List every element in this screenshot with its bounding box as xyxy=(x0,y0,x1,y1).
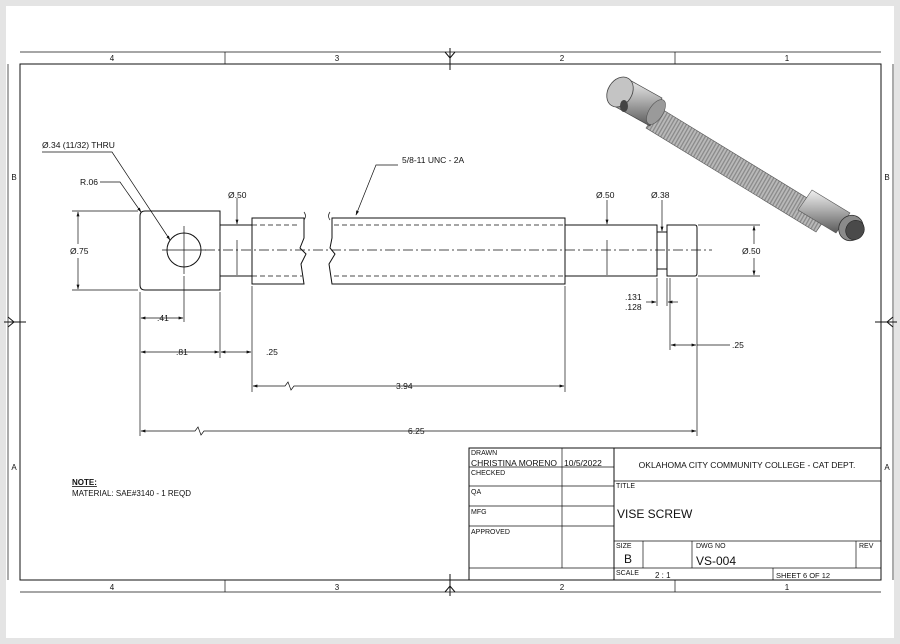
zone-bottom-4: 4 xyxy=(110,583,115,592)
zone-top-2: 2 xyxy=(560,54,565,63)
dim-journal-dia: Ø.50 xyxy=(596,190,615,200)
zone-top-3: 3 xyxy=(335,54,340,63)
center-mark-bottom xyxy=(444,574,456,596)
drawn-name: CHRISTINA MORENO xyxy=(471,458,557,468)
dwg-no: VS-004 xyxy=(696,554,736,568)
size-label: SIZE xyxy=(616,543,632,550)
paper xyxy=(6,6,894,638)
zone-top-1: 1 xyxy=(785,54,790,63)
part-view xyxy=(139,210,712,291)
end-collar xyxy=(666,224,698,277)
dim-groove-upper: .131 xyxy=(625,292,642,302)
drawing-title: VISE SCREW xyxy=(617,507,693,521)
scale-value: 2 : 1 xyxy=(655,571,671,580)
company-name: OKLAHOMA CITY COMMUNITY COLLEGE - CAT DE… xyxy=(639,460,856,470)
drawn-label: DRAWN xyxy=(471,450,497,457)
rev-label: REV xyxy=(859,543,874,550)
title-label: TITLE xyxy=(616,483,635,490)
zone-left-b: B xyxy=(11,173,16,182)
dim-hole-offset: .41 xyxy=(157,313,169,323)
zone-bottom-1: 1 xyxy=(785,583,790,592)
dimension-lines xyxy=(42,151,760,436)
qa-label: QA xyxy=(471,489,481,496)
dim-neck-dia: Ø.50 xyxy=(228,190,247,200)
dim-groove-lower: .128 xyxy=(625,302,642,312)
dim-groove-dia: Ø.38 xyxy=(651,190,670,200)
isometric-render xyxy=(606,76,865,242)
checked-label: CHECKED xyxy=(471,470,505,477)
dim-end-dia: Ø.50 xyxy=(742,246,761,256)
zone-right-b: B xyxy=(884,173,889,182)
title-block xyxy=(468,447,882,581)
dim-end-length: .25 xyxy=(732,340,744,350)
mfg-label: MFG xyxy=(471,509,487,516)
dim-thread-length: 3.94 xyxy=(396,381,413,391)
zone-top-4: 4 xyxy=(110,54,115,63)
center-mark-left xyxy=(4,316,26,328)
dim-neck-length: .25 xyxy=(266,347,278,357)
center-mark-right xyxy=(875,316,897,328)
center-mark-top xyxy=(444,48,456,70)
scale-label: SCALE xyxy=(616,570,639,577)
thread-callout: 5/8-11 UNC - 2A xyxy=(402,155,465,165)
dim-head-height: Ø.75 xyxy=(70,246,89,256)
hole-callout: Ø.34 (11/32) THRU xyxy=(42,140,115,150)
dim-head-length: .81 xyxy=(176,347,188,357)
sheet-number: SHEET 6 OF 12 xyxy=(776,571,830,580)
dwg-no-label: DWG NO xyxy=(696,543,726,550)
zone-bottom-2: 2 xyxy=(560,583,565,592)
approved-label: APPROVED xyxy=(471,529,510,536)
zone-right-a: A xyxy=(884,463,890,472)
screw-head xyxy=(139,210,221,291)
dim-overall-length: 6.25 xyxy=(408,426,425,436)
sheet-size: B xyxy=(624,552,632,566)
zone-left-a: A xyxy=(11,463,17,472)
zone-bottom-3: 3 xyxy=(335,583,340,592)
note-text: MATERIAL: SAE#3140 - 1 REQD xyxy=(72,489,191,498)
radius-callout: R.06 xyxy=(80,177,98,187)
note-title: NOTE: xyxy=(72,478,97,487)
drawn-date: 10/5/2022 xyxy=(564,458,602,468)
thread-section-left xyxy=(251,217,307,285)
